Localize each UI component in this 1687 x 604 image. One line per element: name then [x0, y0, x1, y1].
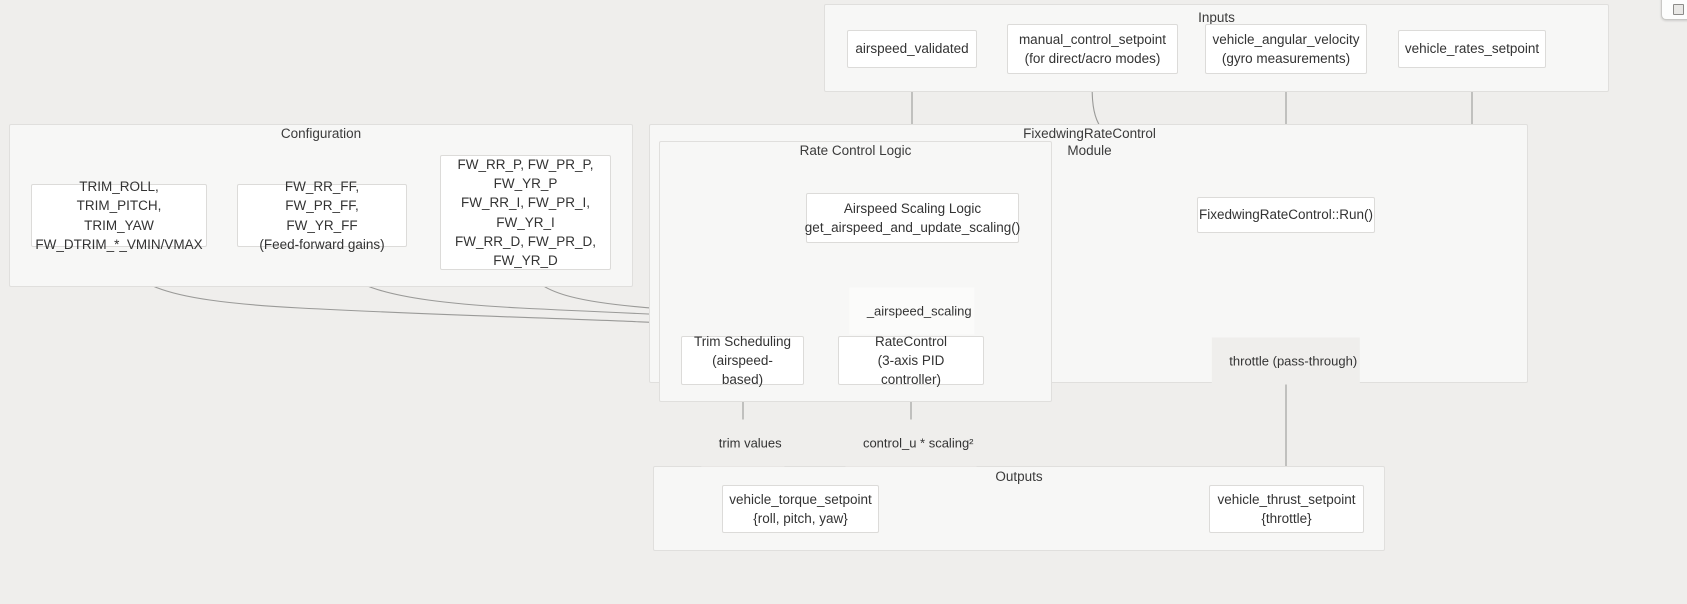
node-airspeed-scaling-logic-label: Airspeed Scaling Logic get_airspeed_and_… — [804, 200, 1021, 235]
edge-label-trim-values: trim values — [701, 419, 785, 467]
node-trim-params[interactable]: TRIM_ROLL, TRIM_PITCH, TRIM_YAW FW_DTRIM… — [31, 179, 207, 252]
edge-label-airspeed-scaling: _airspeed_scaling — [849, 287, 975, 335]
node-rate-control[interactable]: RateControl (3-axis PID controller) — [838, 334, 984, 387]
node-feedforward-gains[interactable]: FW_RR_FF, FW_PR_FF, FW_YR_FF (Feed-forwa… — [237, 179, 407, 252]
node-vehicle-torque-setpoint[interactable]: vehicle_torque_setpoint {roll, pitch, ya… — [722, 485, 879, 533]
edge-label-trim-values-text: trim values — [718, 435, 782, 451]
node-airspeed-scaling-logic[interactable]: Airspeed Scaling Logic get_airspeed_and_… — [804, 193, 1021, 243]
node-vehicle-rates-setpoint[interactable]: vehicle_rates_setpoint — [1398, 30, 1546, 68]
edge-label-control-u-scaling: control_u * scaling² — [845, 419, 977, 467]
node-vehicle-thrust-setpoint[interactable]: vehicle_thrust_setpoint {throttle} — [1209, 485, 1364, 533]
node-pid-gains[interactable]: FW_RR_P, FW_PR_P, FW_YR_P FW_RR_I, FW_PR… — [440, 155, 611, 270]
node-fixedwing-rate-control-run-label: FixedwingRateControl::Run() — [1198, 207, 1374, 223]
node-fixedwing-rate-control-run[interactable]: FixedwingRateControl::Run() — [1197, 197, 1375, 233]
edge-label-airspeed-scaling-text: _airspeed_scaling — [866, 303, 972, 319]
edge-label-throttle-pass-through-text: throttle (pass-through) — [1229, 353, 1358, 369]
node-trim-scheduling[interactable]: Trim Scheduling (airspeed-based) — [681, 334, 804, 387]
node-vehicle-angular-velocity-label: vehicle_angular_velocity (gyro measureme… — [1212, 31, 1360, 66]
cluster-fixedwing-rate-control-label: FixedwingRateControl Module — [1023, 126, 1156, 158]
node-rate-control-label: RateControl (3-axis PID controller) — [874, 333, 948, 388]
edge-label-control-u-scaling-text: control_u * scaling² — [862, 435, 974, 451]
node-vehicle-angular-velocity[interactable]: vehicle_angular_velocity (gyro measureme… — [1205, 24, 1367, 74]
floating-panel-control[interactable] — [1661, 0, 1687, 20]
node-manual-control-setpoint-label: manual_control_setpoint (for direct/acro… — [1018, 31, 1167, 66]
panel-glyph-icon — [1673, 4, 1684, 15]
node-vehicle-thrust-setpoint-label: vehicle_thrust_setpoint {throttle} — [1217, 491, 1356, 526]
node-vehicle-torque-setpoint-label: vehicle_torque_setpoint {roll, pitch, ya… — [729, 491, 872, 526]
node-vehicle-rates-setpoint-label: vehicle_rates_setpoint — [1404, 41, 1540, 57]
cluster-rate-control-logic-label: Rate Control Logic — [799, 143, 912, 158]
cluster-outputs-label: Outputs — [995, 469, 1043, 484]
node-airspeed-validated[interactable]: airspeed_validated — [847, 30, 977, 68]
node-feedforward-gains-label: FW_RR_FF, FW_PR_FF, FW_YR_FF (Feed-forwa… — [259, 179, 385, 252]
node-trim-params-label: TRIM_ROLL, TRIM_PITCH, TRIM_YAW FW_DTRIM… — [35, 179, 203, 252]
cluster-inputs-label: Inputs — [1198, 10, 1235, 25]
node-pid-gains-label: FW_RR_P, FW_PR_P, FW_YR_P FW_RR_I, FW_PR… — [454, 157, 596, 268]
node-manual-control-setpoint[interactable]: manual_control_setpoint (for direct/acro… — [1007, 24, 1178, 74]
node-airspeed-validated-label: airspeed_validated — [855, 41, 969, 57]
edge-label-throttle-pass-through: throttle (pass-through) — [1211, 337, 1361, 385]
node-trim-scheduling-label: Trim Scheduling (airspeed-based) — [693, 333, 792, 388]
cluster-configuration-label: Configuration — [280, 126, 362, 141]
